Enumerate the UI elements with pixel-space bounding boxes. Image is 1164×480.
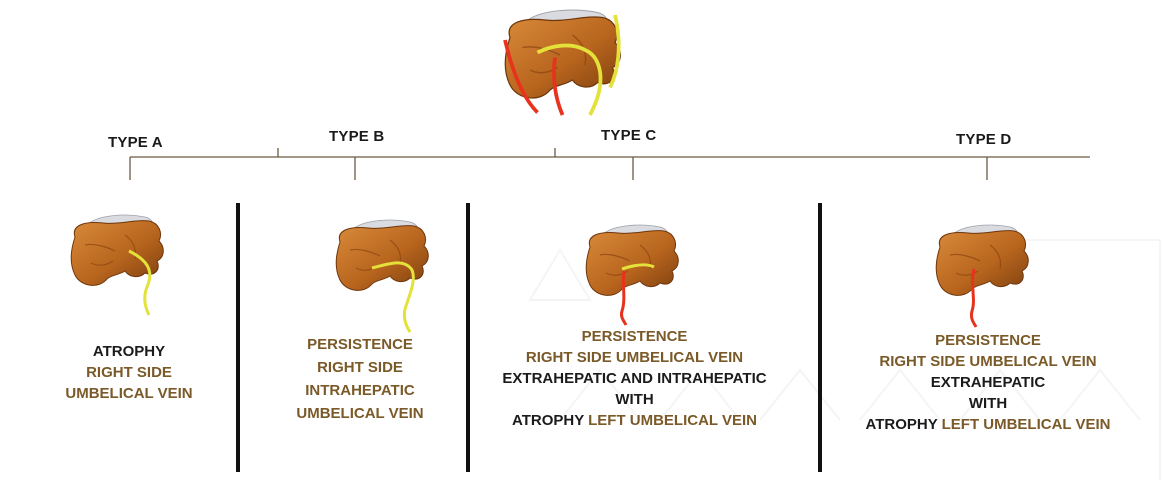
type-c-line-5: ATROPHY LEFT UMBELICAL VEIN [482, 410, 787, 431]
type-c-line-1: PERSISTENCE [482, 326, 787, 347]
type-a-description: ATROPHY RIGHT SIDE UMBELICAL VEIN [54, 341, 204, 404]
type-a-line-2: RIGHT SIDE [54, 362, 204, 383]
type-b-liver-illustration [336, 220, 428, 332]
type-b-line-2: RIGHT SIDE [285, 356, 435, 379]
top-liver-illustration [505, 10, 620, 115]
type-c-label: TYPE C [601, 127, 656, 144]
type-c-line-3: EXTRAHEPATIC AND INTRAHEPATIC [482, 368, 787, 389]
type-c-line-4: WITH [482, 389, 787, 410]
type-c-atrophy-word: ATROPHY [512, 412, 584, 429]
type-d-description: PERSISTENCE RIGHT SIDE UMBELICAL VEIN EX… [838, 330, 1138, 435]
type-d-atrophy-word: ATROPHY [865, 416, 937, 433]
type-d-liver-illustration [936, 225, 1028, 327]
type-c-line-2: RIGHT SIDE UMBELICAL VEIN [482, 347, 787, 368]
type-b-label: TYPE B [329, 128, 384, 145]
type-a-line-3: UMBELICAL VEIN [54, 383, 204, 404]
type-d-label: TYPE D [956, 131, 1011, 148]
type-c-description: PERSISTENCE RIGHT SIDE UMBELICAL VEIN EX… [482, 326, 787, 431]
type-c-liver-illustration [586, 225, 678, 325]
type-a-liver-illustration [71, 215, 163, 315]
type-a-line-1: ATROPHY [54, 341, 204, 362]
tree-connector-lines [130, 148, 1090, 180]
type-d-line-2: RIGHT SIDE UMBELICAL VEIN [838, 351, 1138, 372]
type-d-line-1: PERSISTENCE [838, 330, 1138, 351]
type-d-left-vein-text: LEFT UMBELICAL VEIN [942, 416, 1111, 433]
type-d-line-4: WITH [838, 393, 1138, 414]
type-b-line-4: UMBELICAL VEIN [285, 402, 435, 425]
type-a-label: TYPE A [108, 134, 163, 151]
type-c-left-vein-text: LEFT UMBELICAL VEIN [588, 412, 757, 429]
type-b-line-3: INTRAHEPATIC [285, 379, 435, 402]
type-d-line-5: ATROPHY LEFT UMBELICAL VEIN [838, 414, 1138, 435]
type-b-line-1: PERSISTENCE [285, 333, 435, 356]
type-b-description: PERSISTENCE RIGHT SIDE INTRAHEPATIC UMBE… [285, 333, 435, 425]
type-d-line-3: EXTRAHEPATIC [838, 372, 1138, 393]
